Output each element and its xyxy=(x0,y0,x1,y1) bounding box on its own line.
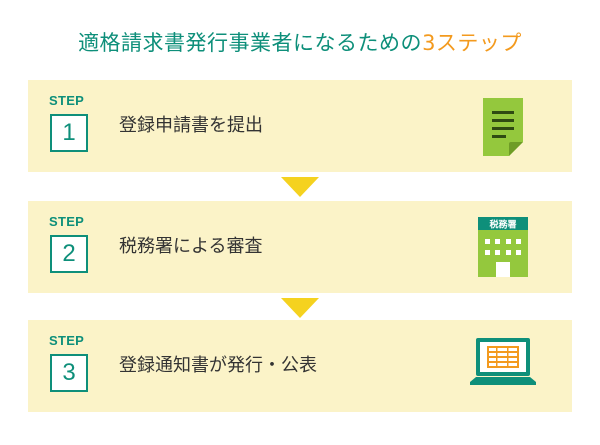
page-title: 適格請求書発行事業者になるための3ステップ xyxy=(0,28,600,58)
step-number-box: 3 xyxy=(50,354,88,392)
step-panel-2: STEP 2 税務署による審査 税務署 xyxy=(28,201,572,293)
down-arrow-icon xyxy=(281,177,319,197)
step-number-box: 1 xyxy=(50,114,88,152)
title-main: 適格請求書発行事業者になるための xyxy=(78,31,423,55)
step-number-box: 2 xyxy=(50,235,88,273)
step-label: STEP xyxy=(49,333,85,348)
laptop-spreadsheet-icon xyxy=(470,338,536,385)
building-sign: 税務署 xyxy=(489,219,516,231)
step-text: 登録申請書を提出 xyxy=(119,115,263,136)
step-text: 登録通知書が発行・公表 xyxy=(119,355,317,376)
title-accent: 3ステップ xyxy=(422,31,522,55)
step-label: STEP xyxy=(49,93,85,108)
step-text: 税務署による審査 xyxy=(119,236,263,257)
step-label: STEP xyxy=(49,214,85,229)
down-arrow-icon xyxy=(281,298,319,318)
step-panel-1: STEP 1 登録申請書を提出 xyxy=(28,80,572,172)
tax-office-building-icon: 税務署 xyxy=(478,217,528,277)
step-panel-3: STEP 3 登録通知書が発行・公表 xyxy=(28,320,572,412)
document-icon xyxy=(483,98,523,156)
